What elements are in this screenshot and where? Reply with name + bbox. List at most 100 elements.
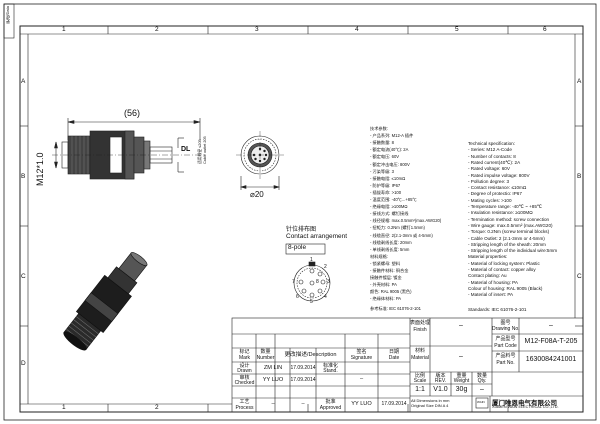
tb-sign-cn: 签名	[356, 349, 367, 355]
tb-material-en: Material	[411, 355, 429, 361]
spec-line: - Rated impulse voltage: 800V	[468, 172, 530, 178]
row-letter: A	[577, 78, 582, 85]
col-number: 2	[155, 26, 159, 33]
spec-line: - Rated current(40℃): 2A	[468, 159, 521, 165]
spec-line: - 外壳材料: PA	[370, 282, 397, 288]
col-number: 3	[255, 26, 259, 33]
tb-process-cn: 工艺	[239, 399, 250, 405]
diameter-dimension: ⌀20	[250, 190, 264, 199]
pin-label: 5	[310, 299, 313, 305]
tb-checked-cn: 审核	[239, 375, 250, 381]
row-letter: B	[21, 173, 26, 180]
tb-finish-cn: 表面处理	[410, 320, 431, 326]
spec-line: - Mating cycles: >100	[468, 197, 512, 203]
spec-line: - Termination method: screw connection	[468, 216, 550, 222]
tb-scale-cn: 比例	[414, 373, 425, 379]
company-name-cn: 厦门唯恩电气有限公司	[492, 400, 557, 407]
length-dimension: (56)	[124, 108, 141, 118]
spec-line: - 扭矩力: 0.2Nm (螺钉1.5mm)	[370, 225, 425, 231]
spec-line: - 接线方式: 螺钉接线	[370, 211, 409, 217]
tb-mark-cn: 标记	[239, 349, 250, 355]
tb-finish-val: –	[459, 322, 463, 329]
row-letter: C	[577, 273, 582, 280]
spec-line: - Series: M12 A-Code	[468, 147, 512, 153]
tb-process-name: –	[271, 401, 275, 407]
spec-line: - 插拔寿命: >100	[370, 189, 402, 195]
tb-process-en: Process	[235, 405, 254, 411]
tb-stand-en: Stand.	[323, 368, 338, 374]
spec-line: - 接触数量: 8	[370, 140, 394, 146]
tb-mark-en: Mark	[238, 355, 251, 361]
spec-line: - 绝缘体材料: PA	[370, 296, 402, 302]
tb-rev-en: REV.	[434, 378, 447, 384]
company-logo-text: WAIN	[477, 400, 485, 404]
tb-drawno-val: –	[549, 322, 553, 329]
spec-line: - 线缆剥线长度: 20mm	[370, 239, 412, 245]
pin-label: 1	[310, 257, 313, 263]
spec-line: - Stripping length of the sheath: 20mm	[468, 241, 546, 247]
spec-line: - 锁紧螺母: 塑料	[370, 260, 401, 266]
spec-line: - 额定冲击电压: 800V	[370, 161, 410, 167]
spec-line: - 温度范围: -40℃...+85℃	[370, 197, 417, 202]
tb-qtyb-cn: 数量	[476, 373, 487, 379]
spec-line: Technical specification:	[468, 141, 515, 146]
tb-checked-date: 17.09.2014	[290, 377, 316, 383]
tb-drawno-cn: 图号	[500, 320, 511, 326]
tb-approved-cn: 批准	[325, 399, 336, 405]
tb-weight-cn: 重量	[456, 373, 467, 379]
dl-marker-label: DL	[181, 146, 191, 153]
spec-line: - Temperature range: -40℃ ~ +85℃	[468, 204, 543, 209]
row-letter: B	[577, 173, 582, 180]
tb-material-val: –	[459, 353, 463, 360]
tb-weight-en: Weight	[453, 378, 470, 384]
tb-scale-val: 1:1	[415, 386, 425, 393]
tb-partno-val: 1630084241001	[525, 356, 577, 363]
connector-side-view	[52, 118, 205, 180]
connector-3d-render	[63, 252, 148, 351]
pin-label: 4	[324, 294, 327, 300]
spec-line: - Contact resistance: ≤10mΩ	[468, 185, 527, 191]
pin-label: 7	[292, 279, 295, 285]
row-letter: D	[21, 360, 26, 367]
spec-line: - Degree of protectio: IP67	[468, 191, 522, 197]
spec-line: - 产品系列: M12-A 插件	[370, 133, 414, 139]
spec-line: Material properties:	[468, 254, 508, 260]
spec-line: - Cable Outlet: 2 (2.1-3mm or 4-5mm)	[468, 235, 545, 241]
spec-line: 接触件镀层: 镀金	[370, 275, 402, 281]
tb-stand-cn: 标准化	[322, 363, 338, 369]
tb-date-cn: 日期	[388, 349, 399, 355]
tb-scale-en: Scale	[413, 378, 427, 384]
tb-approved-name: YY LUO	[351, 401, 372, 407]
tb-qtyb-en: Qty.	[477, 378, 487, 384]
row-letter: A	[21, 78, 26, 85]
company-name-en: XIAMEN WAIN ELECTRICAL CO.,LTD.	[492, 405, 559, 409]
spec-line: - Material of contact: copper alloy	[468, 267, 536, 272]
tb-qty-cn: 数量	[260, 349, 271, 355]
spec-line: - 污染等级: 3	[370, 168, 394, 174]
contact-title-cn: 针位排布图	[286, 227, 317, 233]
tb-material-cn: 材料	[414, 348, 425, 354]
spec-line: - Pollution degree: 3	[468, 178, 510, 184]
tb-partcode-val: M12-F08A-T-205	[524, 338, 578, 345]
spec-line: - 接触件材料: 铜合金	[370, 268, 409, 273]
pin-label: 6	[296, 294, 299, 300]
spec-line: - 额定电压: 60V	[370, 154, 400, 160]
spec-line: - Material of locking system: Plastic	[468, 260, 540, 266]
tb-approved-date: 17.09.2014	[381, 401, 407, 407]
col-number: 4	[355, 26, 359, 33]
contact-arrangement-diagram	[285, 243, 331, 302]
spec-line: - 线径规格: max.0.5mm²(max.AWG20)	[370, 218, 442, 224]
tb-process-date: –	[301, 401, 305, 407]
spec-line: - Insulation resistance: ≥100MΩ	[468, 210, 533, 216]
tb-date-en: Date	[388, 355, 400, 361]
pin-label: 3	[327, 279, 330, 285]
spec-line: - Stripping length of the individual wir…	[468, 248, 558, 254]
spec-line: Contact plating: Au	[468, 273, 507, 279]
tb-checked-en: Checked	[234, 380, 255, 386]
contact-pole: 8-pole	[288, 244, 307, 251]
title-block-grid	[231, 317, 584, 413]
spec-line: - Rated voltage: 60V	[468, 166, 510, 172]
tb-finish-en: Finish	[413, 327, 427, 333]
tb-rev-val: V1.0	[433, 386, 448, 393]
